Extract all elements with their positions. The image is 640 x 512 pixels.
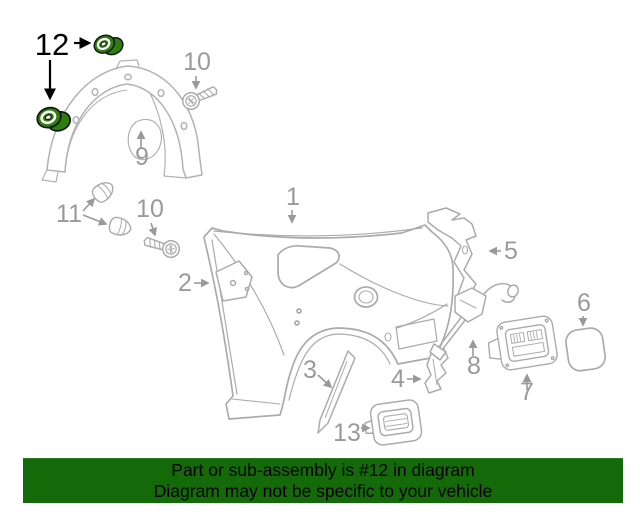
part-9-label: 9 xyxy=(135,143,149,171)
part-1-quarter-panel xyxy=(203,224,455,420)
part-8-lock-assembly xyxy=(429,282,519,361)
part-8-label: 8 xyxy=(467,352,481,380)
part-10-label-top: 10 xyxy=(183,48,211,76)
part-6-pad xyxy=(565,327,607,372)
part-callouts: 1 2 3 4 5 6 7 8 9 10 10 11 13 xyxy=(56,48,591,447)
part-5-label: 5 xyxy=(504,237,518,265)
part-3-trim-strip xyxy=(317,350,356,434)
highlight-banner: Part or sub-assembly is #12 in diagram D… xyxy=(23,458,623,503)
part-12-callout-highlighted: 12 xyxy=(35,27,92,101)
part-11-clip-bottom xyxy=(106,214,134,239)
callout-arrows xyxy=(82,76,588,433)
part-11-clip-top xyxy=(88,177,119,206)
part-5-support-bracket xyxy=(427,207,477,299)
part-13-vent-grille xyxy=(364,399,423,446)
part-4-label: 4 xyxy=(391,365,405,393)
part-13-label: 13 xyxy=(333,419,361,447)
part-10-screw-bottom xyxy=(141,232,183,261)
part-7-fuel-filler-housing xyxy=(487,315,558,371)
part-10-screw-top xyxy=(179,81,221,113)
part-7-label: 7 xyxy=(520,378,534,406)
part-10-label-bottom: 10 xyxy=(136,195,164,223)
banner-line-1: Part or sub-assembly is #12 in diagram xyxy=(171,460,475,480)
part-11-label: 11 xyxy=(56,200,82,228)
banner-line-2: Diagram may not be specific to your vehi… xyxy=(153,481,493,501)
part-12-grommet-top-highlighted xyxy=(89,27,127,63)
part-6-label: 6 xyxy=(577,289,591,317)
part-1-label: 1 xyxy=(286,183,300,211)
part-12-label: 12 xyxy=(35,27,69,62)
part-2-label: 2 xyxy=(178,269,192,297)
part-2-bracket xyxy=(215,260,253,302)
part-9-wheel-liner xyxy=(41,59,203,183)
part-4-bracket xyxy=(424,348,449,394)
part-3-label: 3 xyxy=(303,356,317,384)
